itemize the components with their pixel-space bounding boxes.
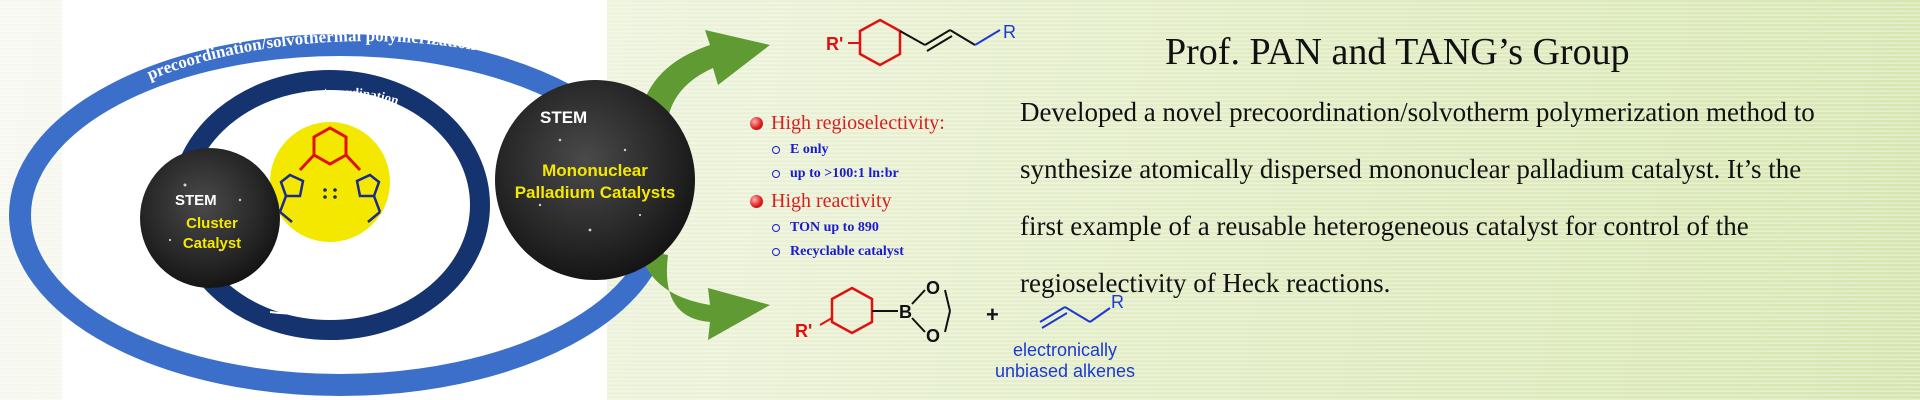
feature-item: Recyclable catalyst [750,240,945,264]
cluster-label-line1: Cluster [186,215,238,232]
description-line: Developed a novel precoordination/solvot… [1020,97,1815,127]
red-bullet-icon [750,116,763,130]
alkene-caption-line1: electronically [1012,340,1118,360]
product-r: R [1003,22,1016,42]
ring-bullet-icon [772,146,780,154]
cluster-stem-label: STEM [175,192,217,209]
cluster-catalyst-image: STEM Cluster Catalyst [140,148,280,288]
red-bullet-icon [750,194,763,208]
feature-item: E only [750,138,945,162]
feature-list: High regioselectivity: E only up to >100… [750,108,945,264]
ligand-structure [270,122,390,242]
product-structure: R' R [826,18,1016,67]
oxygen-top: O [926,278,940,298]
reactant-r-prime: R' [795,321,812,341]
mononuclear-catalyst-image: STEM Mononuclear Palladium Catalysts [495,80,695,280]
alkene-caption: electronically unbiased alkenes [985,340,1145,382]
cluster-label-line2: Catalyst [183,235,241,252]
regioselectivity-heading: High regioselectivity: [750,108,945,138]
plus-sign: + [986,302,999,327]
group-title: Prof. PAN and TANG’s Group [1165,31,1630,73]
feature-item: TON up to 890 [750,216,945,240]
alkene-r: R [1111,292,1124,312]
group-description: Developed a novel precoordination/solvot… [1020,84,1900,312]
alkene-caption-line2: unbiased alkenes [994,361,1136,381]
mono-label-line2: Palladium Catalysts [515,183,676,202]
description-line: regioselectivity of Heck reactions. [1020,268,1391,298]
feature-item: up to >100:1 ln:br [750,162,945,186]
product-r-prime: R' [826,34,843,54]
oxygen-bottom: O [926,326,940,346]
green-arrow-icon [640,30,770,340]
ring-bullet-icon [772,170,780,178]
ring-bullet-icon [772,248,780,256]
description-line: first example of a reusable heterogeneou… [1020,211,1749,241]
reactivity-heading: High reactivity [750,186,945,216]
boron-atom: B [899,302,912,322]
boronate-structure: R' B O O [795,278,951,346]
ring-bullet-icon [772,224,780,232]
alkene-structure: R [1039,292,1124,329]
mono-stem-label: STEM [540,108,587,127]
mono-label-line1: Mononuclear [542,161,648,180]
description-line: synthesize atomically dispersed mononucl… [1020,154,1802,184]
